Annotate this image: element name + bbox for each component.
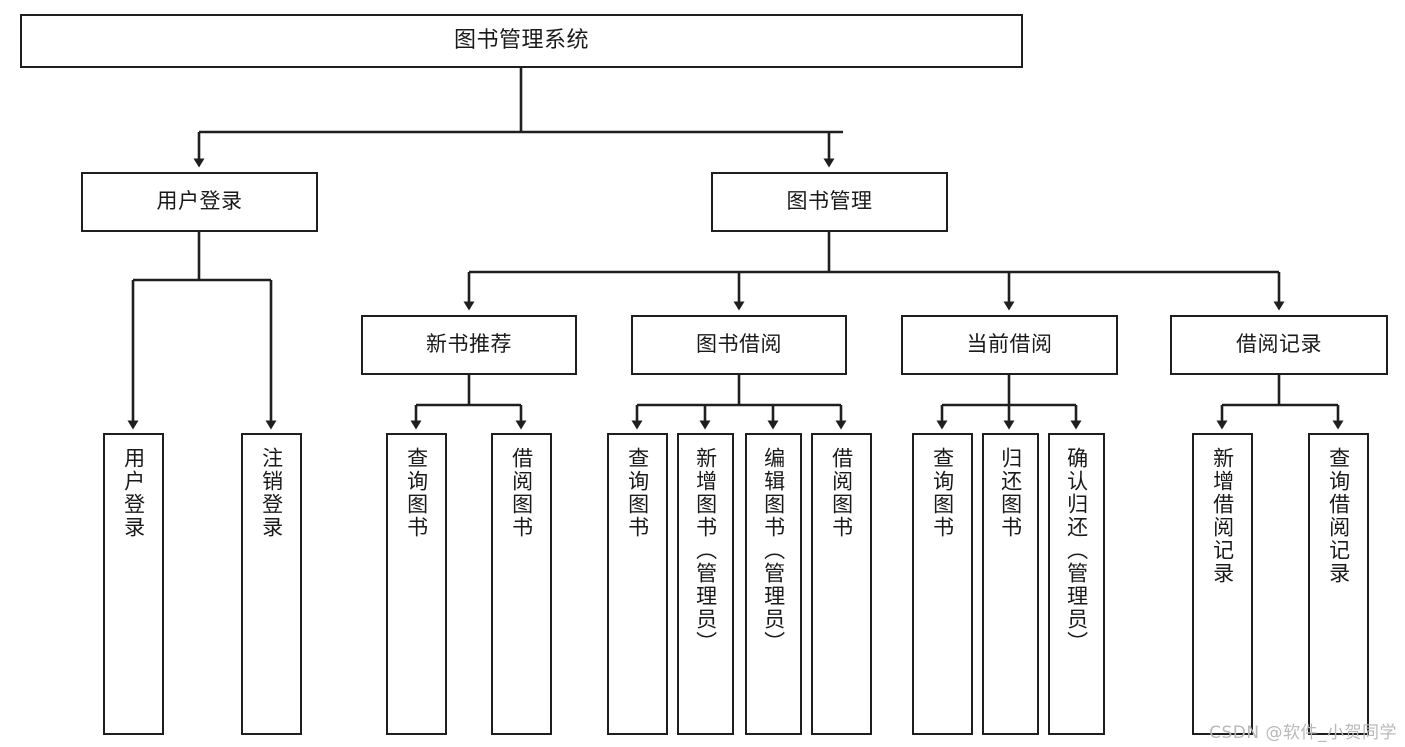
- leaf-user-login-login[interactable]: 用户登录: [103, 433, 164, 735]
- leaf-borrow-edit-book-admin[interactable]: 编辑图书（管理员）: [745, 433, 802, 735]
- leaf-current-confirm-return-admin-label: 确认归还（管理员）: [1064, 447, 1089, 654]
- leaf-record-add[interactable]: 新增借阅记录: [1192, 433, 1253, 735]
- node-book-management[interactable]: 图书管理: [711, 172, 948, 232]
- leaf-new-book-borrow[interactable]: 借阅图书: [491, 433, 552, 735]
- leaf-current-return-book-label: 归还图书: [998, 447, 1023, 539]
- node-book-borrow[interactable]: 图书借阅: [631, 315, 847, 375]
- node-current-borrow[interactable]: 当前借阅: [901, 315, 1118, 375]
- leaf-current-confirm-return-admin[interactable]: 确认归还（管理员）: [1048, 433, 1105, 735]
- leaf-record-query-label: 查询借阅记录: [1326, 447, 1351, 585]
- node-new-book-recommend-label: 新书推荐: [426, 332, 512, 357]
- leaf-borrow-query-book[interactable]: 查询图书: [607, 433, 668, 735]
- leaf-borrow-add-book-admin-label: 新增图书（管理员）: [693, 447, 718, 654]
- leaf-new-book-query-label: 查询图书: [404, 447, 429, 539]
- node-book-borrow-label: 图书借阅: [696, 332, 782, 357]
- leaf-record-add-label: 新增借阅记录: [1210, 447, 1235, 585]
- node-new-book-recommend[interactable]: 新书推荐: [361, 315, 577, 375]
- leaf-current-query-book-label: 查询图书: [930, 447, 955, 539]
- node-user-login[interactable]: 用户登录: [81, 172, 318, 232]
- leaf-current-return-book[interactable]: 归还图书: [982, 433, 1039, 735]
- leaf-user-login-logout-label: 注销登录: [259, 447, 284, 539]
- node-borrow-record-label: 借阅记录: [1236, 332, 1322, 357]
- node-borrow-record[interactable]: 借阅记录: [1170, 315, 1388, 375]
- node-root-system[interactable]: 图书管理系统: [20, 14, 1023, 68]
- node-user-login-label: 用户登录: [156, 189, 243, 214]
- leaf-record-query[interactable]: 查询借阅记录: [1308, 433, 1369, 735]
- leaf-new-book-borrow-label: 借阅图书: [509, 447, 534, 539]
- leaf-current-query-book[interactable]: 查询图书: [912, 433, 973, 735]
- leaf-user-login-logout[interactable]: 注销登录: [241, 433, 302, 735]
- leaf-borrow-borrow-book[interactable]: 借阅图书: [811, 433, 872, 735]
- leaf-borrow-add-book-admin[interactable]: 新增图书（管理员）: [677, 433, 734, 735]
- leaf-borrow-borrow-book-label: 借阅图书: [829, 447, 854, 539]
- leaf-new-book-query[interactable]: 查询图书: [386, 433, 447, 735]
- leaf-user-login-login-label: 用户登录: [121, 447, 146, 539]
- leaf-borrow-query-book-label: 查询图书: [625, 447, 650, 539]
- csdn-watermark: CSDN @软件_小贺同学: [1209, 723, 1397, 743]
- node-current-borrow-label: 当前借阅: [966, 332, 1053, 357]
- leaf-borrow-edit-book-admin-label: 编辑图书（管理员）: [761, 447, 786, 654]
- node-book-management-label: 图书管理: [786, 189, 873, 214]
- node-root-system-label: 图书管理系统: [453, 27, 589, 53]
